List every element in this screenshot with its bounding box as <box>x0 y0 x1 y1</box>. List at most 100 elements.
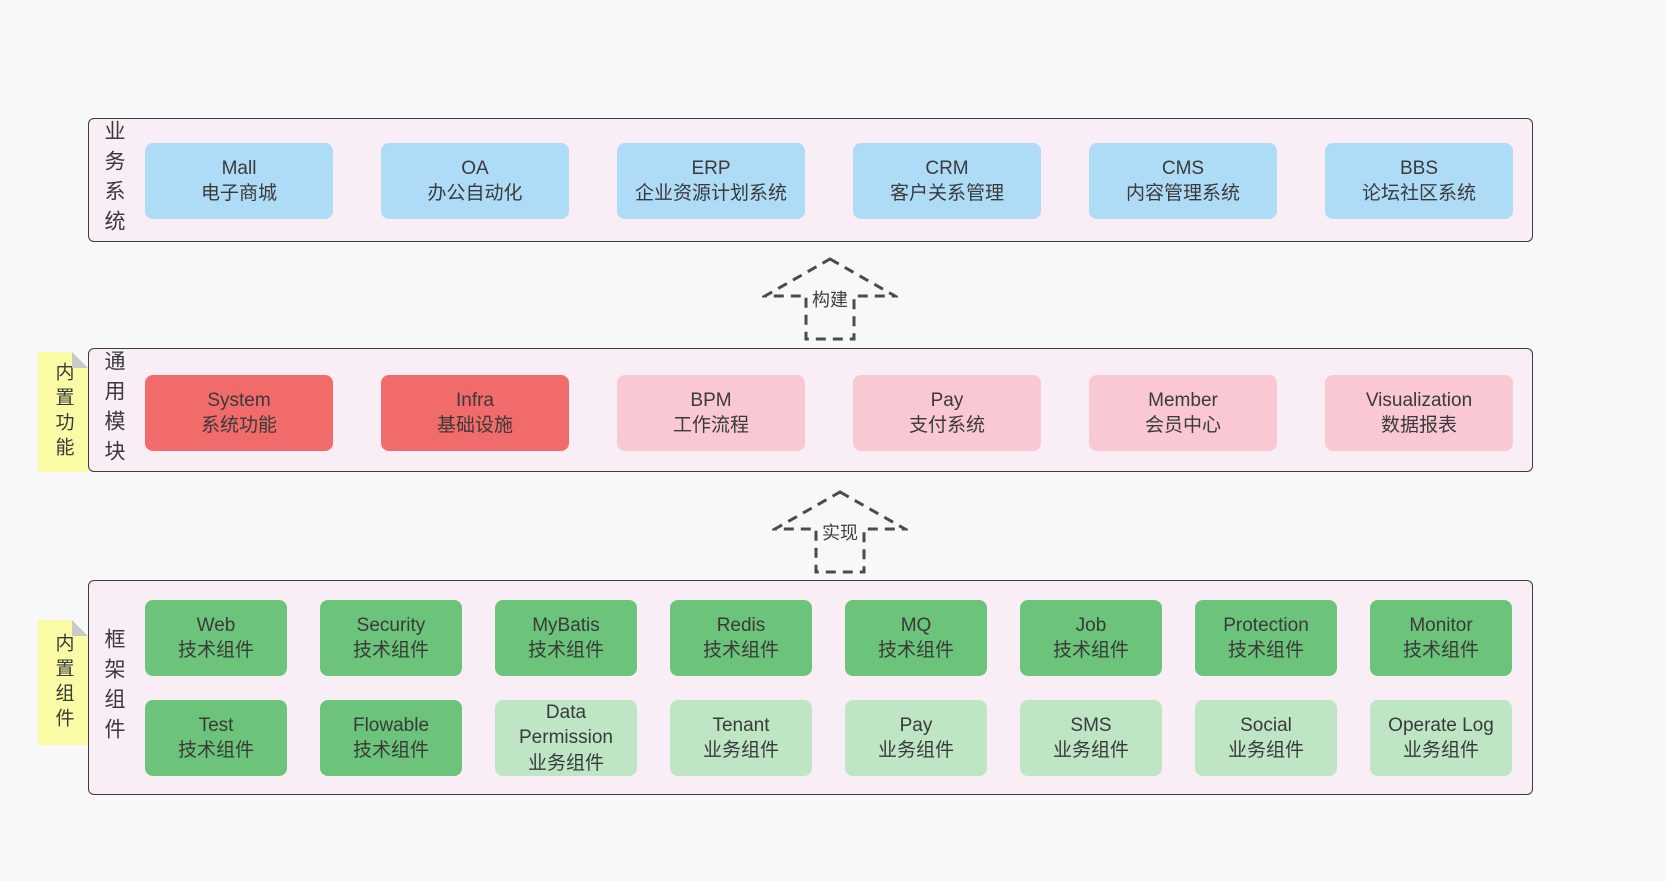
box-title: Security <box>356 614 426 636</box>
box-title: Flowable <box>352 714 430 736</box>
box-title: OA <box>461 157 489 179</box>
box-subtitle: 技术组件 <box>877 640 954 661</box>
box-title: MQ <box>900 614 932 636</box>
box-pay: Pay 支付系统 <box>853 375 1041 451</box>
band-business-systems: 业务系统 Mall 电子商城 OA 办公自动化 ERP 企业资源计划系统 CRM… <box>88 118 1533 242</box>
folded-corner-icon <box>72 620 88 636</box>
box-subtitle: 业务组件 <box>877 740 954 761</box>
box-title: Web <box>196 614 236 636</box>
box-title: BBS <box>1399 157 1439 179</box>
band-label: 框架组件 <box>102 627 125 748</box>
sticky-note-text: 内置功能 <box>52 362 74 462</box>
box-title: Pay <box>899 714 933 736</box>
box-subtitle: 办公自动化 <box>427 183 523 204</box>
box-title: Redis <box>716 614 766 636</box>
box-title: Social <box>1240 714 1292 736</box>
box-subtitle: 技术组件 <box>1052 640 1129 661</box>
box-monitor: Monitor 技术组件 <box>1370 600 1512 676</box>
box-title: MyBatis <box>532 614 600 636</box>
box-subtitle: 工作流程 <box>672 415 749 436</box>
arrow-label: 实现 <box>819 519 861 545</box>
box-mybatis: MyBatis 技术组件 <box>495 600 637 676</box>
box-subtitle: 技术组件 <box>702 640 779 661</box>
box-row: Web 技术组件 Security 技术组件 MyBatis 技术组件 Redi… <box>145 600 1512 676</box>
box-subtitle: 技术组件 <box>1402 640 1479 661</box>
box-title: Operate Log <box>1388 714 1494 736</box>
box-subtitle: 数据报表 <box>1380 415 1457 436</box>
box-infra: Infra 基础设施 <box>381 375 569 451</box>
box-title: Mall <box>221 157 257 179</box>
box-subtitle: 业务组件 <box>527 752 604 774</box>
box-row: Mall 电子商城 OA 办公自动化 ERP 企业资源计划系统 CRM 客户关系… <box>145 143 1513 219</box>
box-title: ERP <box>691 157 731 179</box>
box-security: Security 技术组件 <box>320 600 462 676</box>
box-title: BPM <box>690 389 732 411</box>
box-subtitle: 技术组件 <box>527 640 604 661</box>
band-framework-components: 框架组件 Web 技术组件 Security 技术组件 MyBatis 技术组件… <box>88 580 1533 795</box>
box-subtitle: 客户关系管理 <box>889 183 1004 204</box>
box-subtitle: 技术组件 <box>177 740 254 761</box>
box-subtitle: 业务组件 <box>702 740 779 761</box>
box-title: CMS <box>1161 157 1205 179</box>
box-member: Member 会员中心 <box>1089 375 1277 451</box>
box-operate-log: Operate Log 业务组件 <box>1370 700 1512 776</box>
box-mq: MQ 技术组件 <box>845 600 987 676</box>
box-crm: CRM 客户关系管理 <box>853 143 1041 219</box>
box-system: System 系统功能 <box>145 375 333 451</box>
box-social: Social 业务组件 <box>1195 700 1337 776</box>
box-title: Monitor <box>1409 614 1473 636</box>
box-subtitle: 基础设施 <box>436 415 513 436</box>
box-protection: Protection 技术组件 <box>1195 600 1337 676</box>
band-label: 通用模块 <box>102 350 125 470</box>
box-subtitle: 系统功能 <box>200 415 277 436</box>
box-title: Member <box>1148 389 1218 411</box>
arrow-implement: 实现 <box>772 489 908 575</box>
box-erp: ERP 企业资源计划系统 <box>617 143 805 219</box>
band-common-modules: 通用模块 System 系统功能 Infra 基础设施 BPM 工作流程 Pay… <box>88 348 1533 472</box>
sticky-note-builtin-features: 内置功能 <box>38 352 88 472</box>
box-bbs: BBS 论坛社区系统 <box>1325 143 1513 219</box>
box-subtitle: 内容管理系统 <box>1125 183 1240 204</box>
box-subtitle: 支付系统 <box>908 415 985 436</box>
box-cms: CMS 内容管理系统 <box>1089 143 1277 219</box>
box-title: System <box>207 389 271 411</box>
box-title: Tenant <box>712 714 770 736</box>
sticky-note-builtin-components: 内置组件 <box>38 620 88 745</box>
box-title: SMS <box>1070 714 1112 736</box>
box-title: Data Permission <box>519 702 613 749</box>
folded-corner-icon <box>72 352 88 368</box>
box-pay-component: Pay 业务组件 <box>845 700 987 776</box>
box-sms: SMS 业务组件 <box>1020 700 1162 776</box>
box-job: Job 技术组件 <box>1020 600 1162 676</box>
box-data-permission: Data Permission 业务组件 <box>495 700 637 776</box>
box-title: Pay <box>930 389 964 411</box>
box-mall: Mall 电子商城 <box>145 143 333 219</box>
box-subtitle: 业务组件 <box>1052 740 1129 761</box>
box-subtitle: 企业资源计划系统 <box>634 183 787 204</box>
box-subtitle: 论坛社区系统 <box>1361 183 1476 204</box>
box-subtitle: 业务组件 <box>1227 740 1304 761</box>
box-web: Web 技术组件 <box>145 600 287 676</box>
box-test: Test 技术组件 <box>145 700 287 776</box>
box-subtitle: 电子商城 <box>200 183 277 204</box>
box-title: CRM <box>925 157 969 179</box>
box-tenant: Tenant 业务组件 <box>670 700 812 776</box>
box-subtitle: 会员中心 <box>1144 415 1221 436</box>
box-subtitle: 技术组件 <box>1227 640 1304 661</box>
box-title: Job <box>1075 614 1107 636</box>
box-title: Visualization <box>1365 389 1473 411</box>
box-bpm: BPM 工作流程 <box>617 375 805 451</box>
box-title: Protection <box>1223 614 1309 636</box>
box-subtitle: 业务组件 <box>1402 740 1479 761</box>
sticky-note-text: 内置组件 <box>52 632 74 733</box>
arrow-label: 构建 <box>809 286 851 312</box>
box-subtitle: 技术组件 <box>352 640 429 661</box>
box-flowable: Flowable 技术组件 <box>320 700 462 776</box>
band-label: 业务系统 <box>102 120 125 240</box>
arrow-build: 构建 <box>762 256 898 342</box>
box-redis: Redis 技术组件 <box>670 600 812 676</box>
box-visualization: Visualization 数据报表 <box>1325 375 1513 451</box>
box-title: Infra <box>455 389 495 411</box>
box-row: System 系统功能 Infra 基础设施 BPM 工作流程 Pay 支付系统… <box>145 375 1513 451</box>
box-subtitle: 技术组件 <box>177 640 254 661</box>
